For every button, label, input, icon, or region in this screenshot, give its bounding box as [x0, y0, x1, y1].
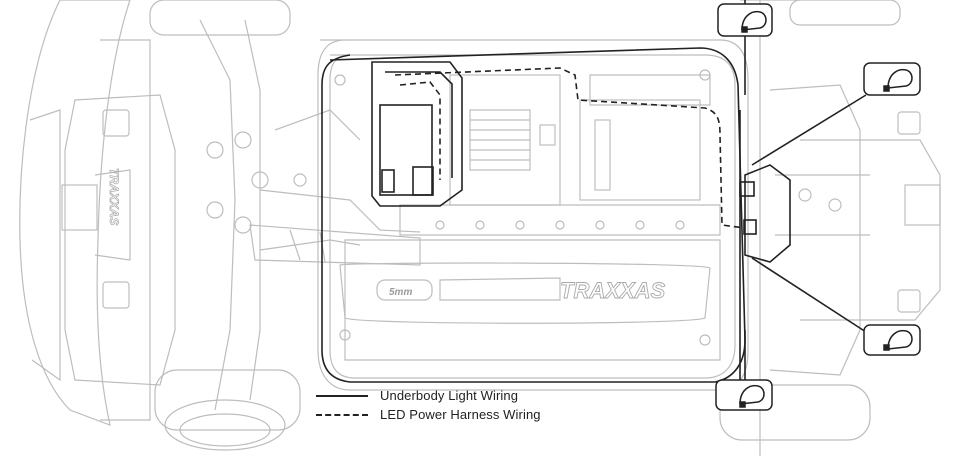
callout-top: [717, 3, 773, 37]
solid-line-swatch: [316, 394, 368, 397]
legend-item-solid: Underbody Light Wiring: [316, 386, 576, 405]
legend-item-dashed: LED Power Harness Wiring: [316, 405, 576, 424]
dashed-line-swatch: [316, 413, 368, 416]
battery-label: 5mm: [389, 287, 412, 298]
brand-mark: TRAXXAS: [560, 278, 665, 303]
chassis-outline: [19, 0, 941, 456]
brand-mark-front: TRAXXAS: [107, 168, 121, 225]
underbody-light-wiring: [321, 0, 867, 385]
legend: Underbody Light Wiring LED Power Harness…: [316, 386, 576, 424]
callout-right-lower: [863, 324, 921, 356]
led-power-harness-wiring: [394, 67, 746, 229]
legend-label: LED Power Harness Wiring: [380, 407, 541, 422]
callout-right-upper: [863, 62, 921, 96]
callout-bottom: [715, 379, 773, 411]
legend-label: Underbody Light Wiring: [380, 388, 519, 403]
